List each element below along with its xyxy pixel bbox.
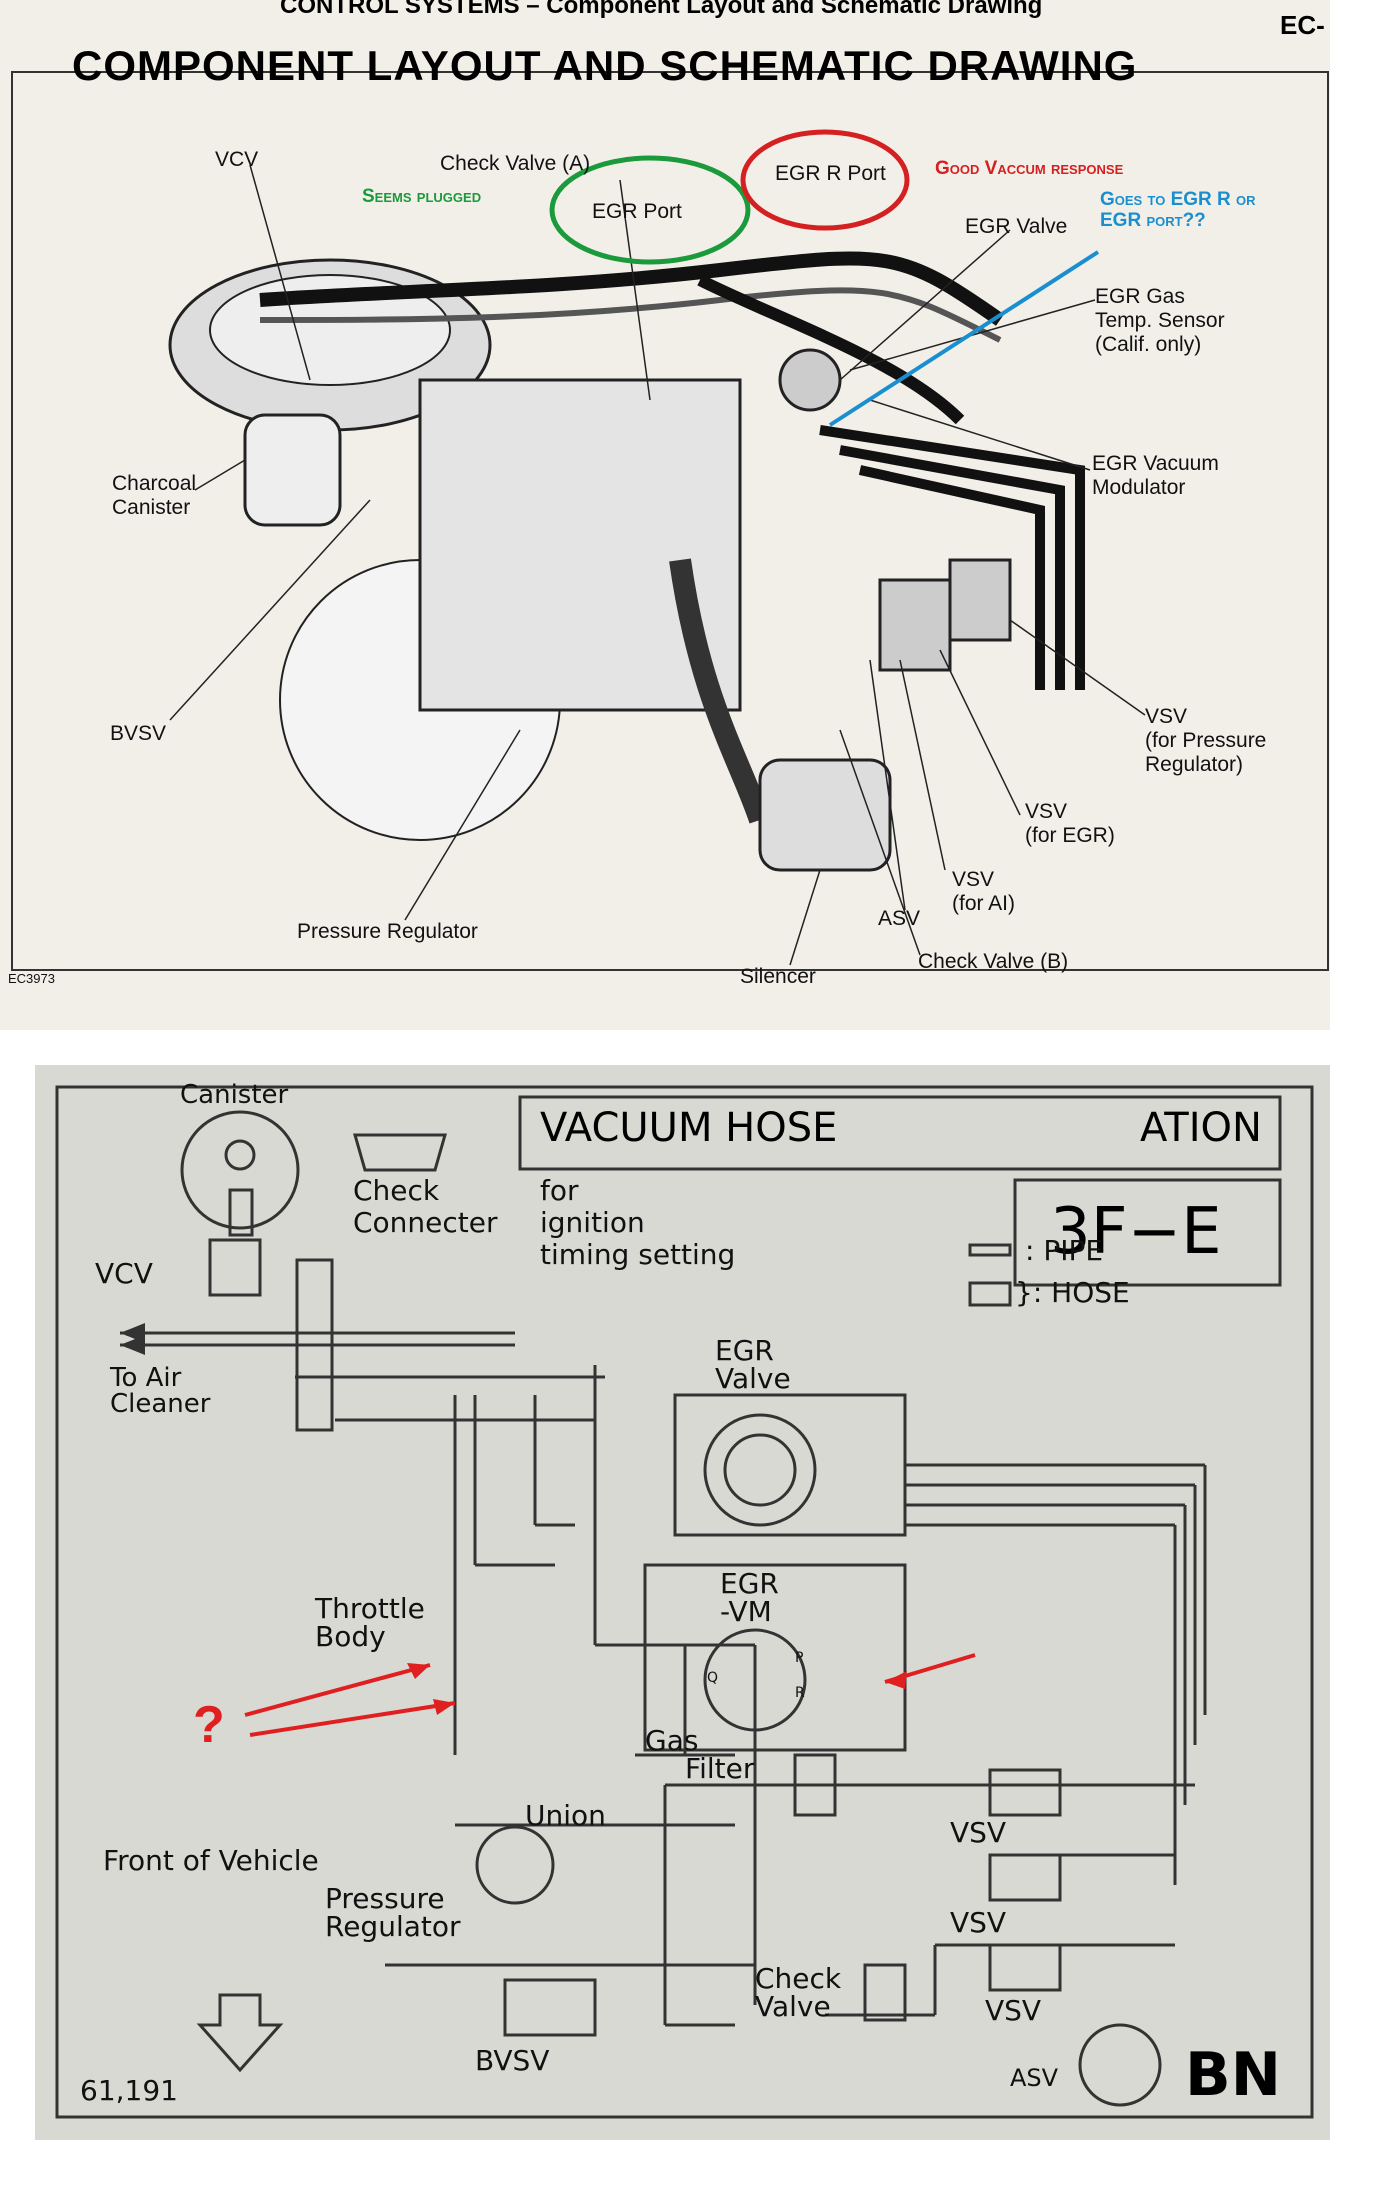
label-code: 61,191 [80, 2074, 178, 2107]
blue-pointer-line [828, 250, 1100, 427]
red-question-mark: ? [193, 1696, 225, 1754]
egr-port-circle [549, 155, 751, 265]
engine-code: 3F−E [1050, 1195, 1222, 1269]
asv-drawing [1078, 2023, 1162, 2107]
label-vsv-1: VSV [950, 1816, 1007, 1849]
label-check-valve: Check Valve [755, 1962, 842, 2023]
label-charcoal-canister: Charcoal Canister [112, 472, 197, 520]
egr-valve-drawing [703, 1413, 817, 1527]
vsv-2-drawing [988, 1853, 1062, 1902]
label-check-valve-a: Check Valve (A) [440, 152, 591, 175]
label-vsv-3: VSV [985, 1994, 1042, 2027]
label-egr-gas-temp: EGR Gas Temp. Sensor (Calif. only) [1095, 285, 1225, 357]
label-check-valve-b: Check Valve (B) [918, 950, 1069, 973]
vcv-drawing [208, 1238, 262, 1297]
label-vsv-ai: VSV (for AI) [952, 868, 1016, 916]
vsv-3-drawing [988, 1943, 1062, 1992]
label-asv: ASV [1010, 2064, 1059, 2092]
label-vcv: VCV [95, 1257, 153, 1290]
figure-code: EC3973 [8, 971, 55, 986]
label-front-of-vehicle: Front of Vehicle [103, 1844, 319, 1877]
page-title: COMPONENT LAYOUT AND SCHEMATIC DRAWING [72, 42, 1138, 89]
engine-block-drawing [418, 378, 742, 712]
label-port-p: P [795, 1650, 804, 1666]
charcoal-canister-drawing [243, 413, 342, 527]
label-egr-port: EGR Port [592, 200, 682, 223]
front-arrow-icon [196, 1993, 284, 2073]
panel-title-tail: ATION [1140, 1105, 1262, 1151]
label-bvsv: BVSV [110, 722, 167, 745]
panel-title: VACUUM HOSE [540, 1105, 838, 1151]
label-egr-r-port: EGR R Port [775, 162, 886, 185]
label-bn: BN [1185, 2040, 1281, 2110]
label-pressure-regulator: Pressure Regulator [297, 920, 478, 943]
label-check-connecter: Check Connecter [353, 1174, 498, 1240]
label-union: Union [525, 1799, 606, 1832]
label-port-q: Q [707, 1670, 719, 1686]
vacuum-hose-label-panel: Canister Check Connecter for ignition ti… [35, 1065, 1330, 2140]
label-ignition-note: for ignition timing setting [540, 1174, 736, 1272]
page-header: CONTROL SYSTEMS – Component Layout and S… [280, 0, 1043, 19]
pressure-regulator-drawing [475, 1825, 555, 1905]
vacuum-schematic [55, 1085, 1314, 2119]
silencer-drawing [758, 758, 892, 872]
vsv-drawing [878, 578, 952, 672]
label-egr-vacuum-modulator: EGR Vacuum Modulator [1092, 452, 1219, 500]
engine-illustration [11, 71, 1329, 971]
component-layout-panel: CONTROL SYSTEMS – Component Layout and S… [0, 0, 1330, 1030]
legend-hose: }: HOSE [1015, 1276, 1130, 1309]
label-throttle-body: Throttle Body [315, 1592, 425, 1653]
label-egr-valve: EGR Valve [715, 1334, 791, 1395]
label-egr-vm: EGR -VM [720, 1567, 779, 1628]
label-vsv-pressure-regulator: VSV (for Pressure Regulator) [1145, 705, 1267, 777]
bvsv-drawing [503, 1978, 597, 2037]
label-asv: ASV [878, 907, 921, 930]
label-to-air-cleaner: To Air Cleaner [110, 1363, 211, 1419]
legend-pipe: : PIPE [1025, 1234, 1104, 1267]
page-code: EC- [1280, 10, 1325, 40]
canister-drawing [180, 1110, 300, 1230]
egr-r-port-circle [740, 129, 910, 231]
note-goes-to: Goes to EGR R or EGR port?? [1100, 189, 1256, 231]
note-seems-plugged: Seems plugged [362, 186, 482, 207]
label-bvsv: BVSV [475, 2044, 550, 2077]
check-connecter-drawing [353, 1133, 447, 1172]
label-gas-filter: Gas Filter [645, 1724, 755, 1785]
label-port-r: R [795, 1685, 805, 1701]
note-good-vacuum: Good Vaccum response [935, 158, 1124, 179]
label-silencer: Silencer [740, 965, 816, 988]
label-vsv-egr: VSV (for EGR) [1025, 800, 1115, 848]
vsv-1-drawing [988, 1768, 1062, 1817]
gas-filter-drawing [793, 1753, 837, 1817]
egr-vm-drawing [703, 1628, 807, 1732]
check-valve-drawing [863, 1963, 907, 2022]
label-vcv: VCV [215, 148, 259, 171]
red-annotation-arrows [244, 1653, 976, 1737]
label-pressure-regulator: Pressure Regulator [325, 1882, 461, 1943]
label-canister: Canister [180, 1080, 289, 1110]
label-egr-valve: EGR Valve [965, 215, 1068, 238]
label-vsv-2: VSV [950, 1906, 1007, 1939]
egr-valve-drawing [778, 348, 842, 412]
